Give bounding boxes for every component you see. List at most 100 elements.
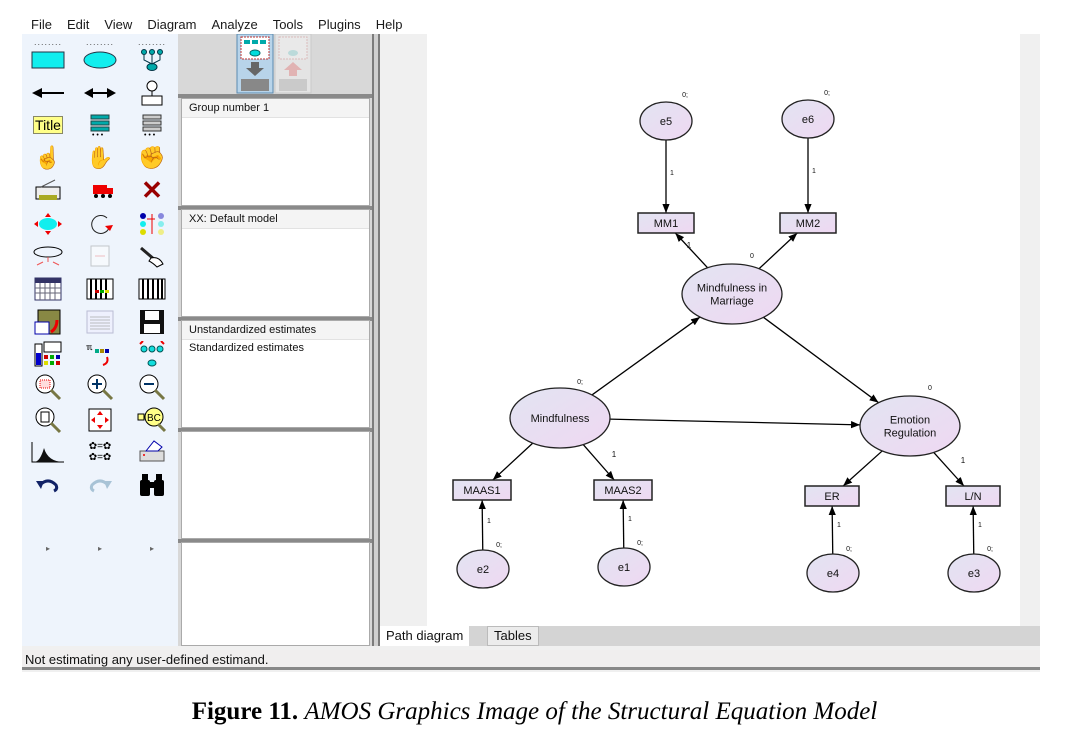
menu-view[interactable]: View [104, 16, 133, 32]
object-properties-tool-button[interactable] [22, 340, 74, 368]
observed-ln[interactable]: L/N [945, 485, 1001, 507]
reflect-indicators-tool-button[interactable] [126, 210, 178, 238]
touch-up-tool-button[interactable] [126, 242, 178, 270]
select-data-files-tool-button[interactable] [22, 275, 74, 303]
menu-diagram[interactable]: Diagram [147, 16, 197, 32]
specification-search-tool-button[interactable] [126, 471, 178, 499]
path-mim-to-mm1[interactable] [674, 232, 709, 269]
path-mindfulness-to-emotion-regulation[interactable] [609, 418, 861, 429]
save-diagram-tool-button[interactable] [126, 308, 178, 336]
draw-covariance-tool-button[interactable] [74, 79, 126, 107]
error-ellipse[interactable] [806, 553, 860, 593]
list-variables-in-model-tool-button[interactable]: • • • [74, 111, 126, 139]
rotate-indicators-tool-button[interactable] [74, 210, 126, 238]
expand-col-2-icon[interactable]: ▸ [97, 543, 102, 553]
observed-box[interactable] [804, 485, 860, 507]
view-input-path-diagram-button[interactable] [236, 33, 274, 94]
error-e6[interactable]: e60;1 [781, 90, 835, 175]
add-unique-variable-tool-button[interactable] [126, 79, 178, 107]
error-ellipse[interactable] [639, 101, 693, 141]
path-mim-to-mm2[interactable] [758, 232, 798, 270]
latent-ellipse[interactable] [509, 387, 611, 449]
path-e3-to-ln[interactable] [969, 505, 977, 555]
error-ellipse[interactable] [456, 549, 510, 589]
expand-col-3-icon[interactable]: ▸ [149, 543, 154, 553]
resize-to-fit-tool-button[interactable] [74, 406, 126, 434]
list-variables-in-dataset-tool-button[interactable]: • • • [126, 111, 178, 139]
error-e1[interactable]: e10;1 [597, 516, 651, 587]
path-mindfulness-to-mim[interactable] [591, 316, 701, 396]
error-ellipse[interactable] [597, 547, 651, 587]
erase-objects-tool-button[interactable]: ✕ [126, 175, 178, 205]
draw-latent-indicator-tool-button[interactable] [126, 46, 178, 74]
observed-maas1[interactable]: MAAS1 [452, 479, 512, 501]
draw-unobserved-variable-tool-button[interactable] [74, 46, 126, 74]
group-item[interactable]: Group number 1 [182, 99, 369, 118]
path-e4-to-er[interactable] [828, 505, 836, 555]
error-ellipse[interactable] [947, 553, 1001, 593]
observed-er[interactable]: ER [804, 485, 860, 507]
path-er-to-ln[interactable] [933, 451, 965, 487]
path-e2-to-maas1[interactable] [478, 499, 486, 551]
draw-path-tool-button[interactable] [22, 79, 74, 107]
undo-tool-button[interactable] [22, 471, 74, 499]
standardized-estimates-item[interactable]: Standardized estimates [189, 342, 304, 354]
zoom-in-tool-button[interactable] [74, 373, 126, 401]
latent-ellipse[interactable] [681, 263, 783, 325]
error-e2[interactable]: e20;1 [456, 518, 510, 589]
latent-ellipse[interactable] [859, 395, 961, 457]
deselect-all-tool-button[interactable]: ✊ [126, 144, 178, 172]
path-e1-to-maas2[interactable] [619, 499, 627, 549]
view-text-tool-button[interactable] [74, 308, 126, 336]
duplicate-objects-tool-button[interactable] [22, 177, 74, 205]
error-ellipse[interactable] [781, 99, 835, 139]
unstandardized-estimates-item[interactable]: Unstandardized estimates [182, 321, 369, 340]
observed-mm1[interactable]: MM1 [637, 212, 695, 234]
tab-tables[interactable]: Tables [487, 626, 539, 646]
magnifying-glass-tool-button[interactable]: BC [126, 406, 178, 434]
path-mindfulness-to-maas1[interactable] [492, 442, 534, 481]
draw-observed-variable-tool-button[interactable] [22, 46, 74, 74]
observed-box[interactable] [593, 479, 653, 501]
analysis-properties-tool-button[interactable] [74, 275, 126, 303]
menu-help[interactable]: Help [375, 16, 403, 32]
menu-analyze[interactable]: Analyze [211, 16, 258, 32]
observed-box[interactable] [637, 212, 695, 234]
move-objects-tool-button[interactable] [74, 177, 126, 205]
print-tool-button[interactable] [126, 438, 178, 466]
error-e4[interactable]: e40;1 [806, 522, 860, 593]
zoom-out-tool-button[interactable] [126, 373, 178, 401]
figure-caption-tool-button[interactable]: Title [22, 111, 74, 139]
menu-plugins[interactable]: Plugins [318, 16, 361, 32]
observed-box[interactable] [779, 212, 837, 234]
copy-to-clipboard-tool-button[interactable] [22, 308, 74, 336]
select-all-objects-tool-button[interactable]: ✋ [74, 144, 126, 172]
observed-box[interactable] [945, 485, 1001, 507]
observed-maas2[interactable]: MAAS2 [593, 479, 653, 501]
zoom-in-area-tool-button[interactable] [22, 373, 74, 401]
multiple-group-tool-button[interactable]: ✿=✿✿=✿ [74, 438, 126, 466]
tab-path-diagram[interactable]: Path diagram [380, 626, 470, 646]
path-er-to-er[interactable] [842, 450, 883, 487]
menu-edit[interactable]: Edit [66, 16, 90, 32]
menu-tools[interactable]: Tools [272, 16, 304, 32]
reposition-tool-button[interactable] [74, 242, 126, 270]
drag-properties-tool-button[interactable]: ℼ [74, 340, 126, 368]
move-parameter-tool-button[interactable] [22, 242, 74, 270]
show-page-tool-button[interactable] [22, 406, 74, 434]
menu-file[interactable]: File [31, 16, 52, 32]
redo-tool-button[interactable] [74, 471, 126, 499]
path-mindfulness-to-maas2[interactable] [582, 444, 615, 481]
change-shape-tool-button[interactable] [22, 210, 74, 238]
expand-col-1-icon[interactable]: ▸ [45, 543, 50, 553]
error-e3[interactable]: e30;1 [947, 522, 1001, 593]
observed-box[interactable] [452, 479, 512, 501]
panel-splitter[interactable] [372, 34, 380, 646]
degrees-of-freedom-tool-button[interactable] [22, 438, 74, 466]
observed-mm2[interactable]: MM2 [779, 212, 837, 234]
select-one-object-tool-button[interactable]: ☝ [22, 144, 74, 172]
